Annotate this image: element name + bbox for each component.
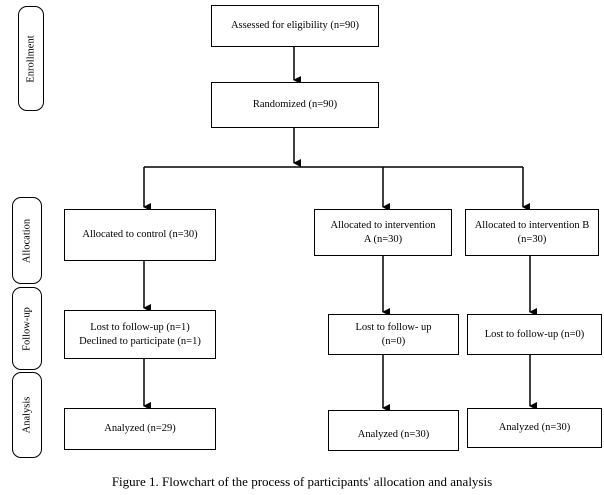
control-analyzed-box: Analyzed (n=29) [64,408,216,450]
intervention-a-allocation-box: Allocated to intervention A (n=30) [314,209,452,256]
figure-caption: Figure 1. Flowchart of the process of pa… [111,474,493,489]
control-allocation-text: Allocated to control (n=30) [82,229,198,241]
randomized-text: Randomized (n=90) [252,99,338,111]
stage-enrollment: Enrollment [18,6,44,111]
intervention-a-followup-text: Lost to follow- up (n=0) [355,322,432,347]
intervention-a-followup-box: Lost to follow- up (n=0) [328,314,459,355]
intervention-a-allocation-text: Allocated to intervention A (n=30) [330,220,436,245]
stage-enrollment-label: Enrollment [25,34,37,83]
stage-allocation: Allocation [12,197,42,284]
control-allocation-box: Allocated to control (n=30) [64,209,216,261]
randomized-box: Randomized (n=90) [211,82,379,128]
stage-follow-up-label: Follow-up [21,306,33,351]
intervention-b-analyzed-text: Analyzed (n=30) [498,422,571,434]
stage-follow-up: Follow-up [12,287,42,370]
intervention-a-analyzed-text: Analyzed (n=30) [357,428,430,440]
stage-analysis-label: Analysis [21,396,33,434]
assessed-text: Assessed for eligibility (n=90) [230,20,360,32]
control-followup-lost-text: Lost to follow-up (n=1) [90,322,190,334]
intervention-b-analyzed-box: Analyzed (n=30) [467,408,602,448]
assessed-box: Assessed for eligibility (n=90) [211,5,379,47]
intervention-b-allocation-box: Allocated to intervention B (n=30) [465,209,599,256]
intervention-b-allocation-text: Allocated to intervention B (n=30) [474,220,590,245]
control-analyzed-text: Analyzed (n=29) [104,423,176,435]
intervention-b-followup-text: Lost to follow-up (n=0) [484,328,585,340]
stage-allocation-label: Allocation [21,218,33,263]
stage-analysis: Analysis [12,372,42,458]
intervention-b-followup-box: Lost to follow-up (n=0) [467,314,602,355]
control-followup-declined-text: Declined to participate (n=1) [79,335,201,347]
control-followup-box: Lost to follow-up (n=1) Declined to part… [64,310,216,359]
intervention-a-analyzed-box: Analyzed (n=30) [328,410,459,451]
